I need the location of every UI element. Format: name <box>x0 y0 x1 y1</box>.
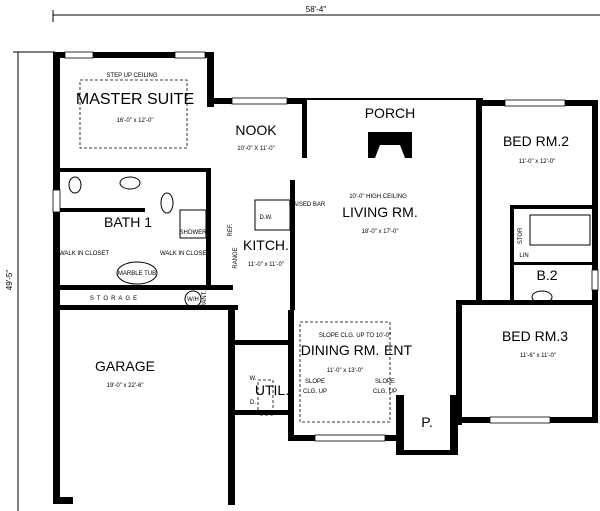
washer-label: W. <box>250 376 257 382</box>
living-room-size: 18'-0" x 17'-0" <box>362 229 399 235</box>
width-label: 58'-4" <box>306 5 327 14</box>
dining-note: SLOPE CLG. UP TO 10'-0" <box>319 333 391 339</box>
ref-label: REF. <box>228 223 234 236</box>
depth-dimension: 49'-5" <box>5 51 55 511</box>
master-suite-size: 16'-0" x 12'-0" <box>117 118 154 124</box>
width-dimension: 58'-4" <box>52 5 600 22</box>
bed3-label: BED RM.3 <box>502 328 568 344</box>
front-porch-label: P. <box>421 414 432 430</box>
master-note: STEP UP CEILING <box>106 73 157 79</box>
living-room-label: LIVING RM. <box>342 204 417 220</box>
bath2-label: B.2 <box>536 267 557 283</box>
stor-label: STOR <box>518 227 524 244</box>
bath1-label: BATH 1 <box>104 214 152 230</box>
bed2-size: 11'-0" x 12'-0" <box>519 159 555 165</box>
garage-label: GARAGE <box>95 358 155 374</box>
garage-size: 19'-0" x 22'-6" <box>107 383 144 389</box>
entry-label: ENT <box>384 342 412 358</box>
porch-label: PORCH <box>365 105 416 121</box>
marble-tub-label: MARBLE TUB <box>118 271 156 277</box>
nook-label: NOOK <box>235 122 277 138</box>
bed3-size: 11'-6" x 11'-0" <box>520 353 556 359</box>
shower-label: SHOWER <box>180 230 208 236</box>
windows <box>52 51 599 442</box>
range-label: RANGE <box>233 247 239 268</box>
walk-in-closet-right-label: WALK IN CLOSET <box>160 251 210 257</box>
living-note: 10'-0" HIGH CEILING <box>349 194 407 200</box>
bed2-label: BED RM.2 <box>503 133 569 149</box>
walk-in-closet-left-label: WALK IN CLOSET <box>59 251 109 257</box>
slope-right-label-2: CLG. UP <box>373 389 397 395</box>
dining-room-label: DINING RM. <box>301 342 380 358</box>
slope-left-label-2: CLG. UP <box>303 389 327 395</box>
depth-label: 49'-5" <box>5 270 14 291</box>
pantry-label: PANT. <box>202 290 208 307</box>
dw-label: D.W. <box>260 215 273 221</box>
nook-size: 10'-0" X 11'-0" <box>237 146 274 152</box>
lin-label: LIN <box>519 253 528 259</box>
marble-tub <box>116 261 158 285</box>
dryer-label: D. <box>250 400 256 406</box>
utility-label: UTIL. <box>255 382 289 398</box>
storage-label: STORAGE <box>90 296 140 302</box>
raised-bar-label: RAISED BAR <box>289 202 326 208</box>
fixtures <box>68 79 591 423</box>
kitchen-size: 11'-0" x 11'-0" <box>248 262 284 268</box>
master-suite-label: MASTER SUITE <box>76 91 194 108</box>
slope-left-label: SLOPE <box>305 379 325 385</box>
slope-right-label: SLOPE <box>375 379 395 385</box>
kitchen-label: KITCH. <box>243 237 289 253</box>
water-heater-label: W/H <box>187 297 199 303</box>
dining-room-size: 11'-0" x 13'-0" <box>327 368 363 374</box>
